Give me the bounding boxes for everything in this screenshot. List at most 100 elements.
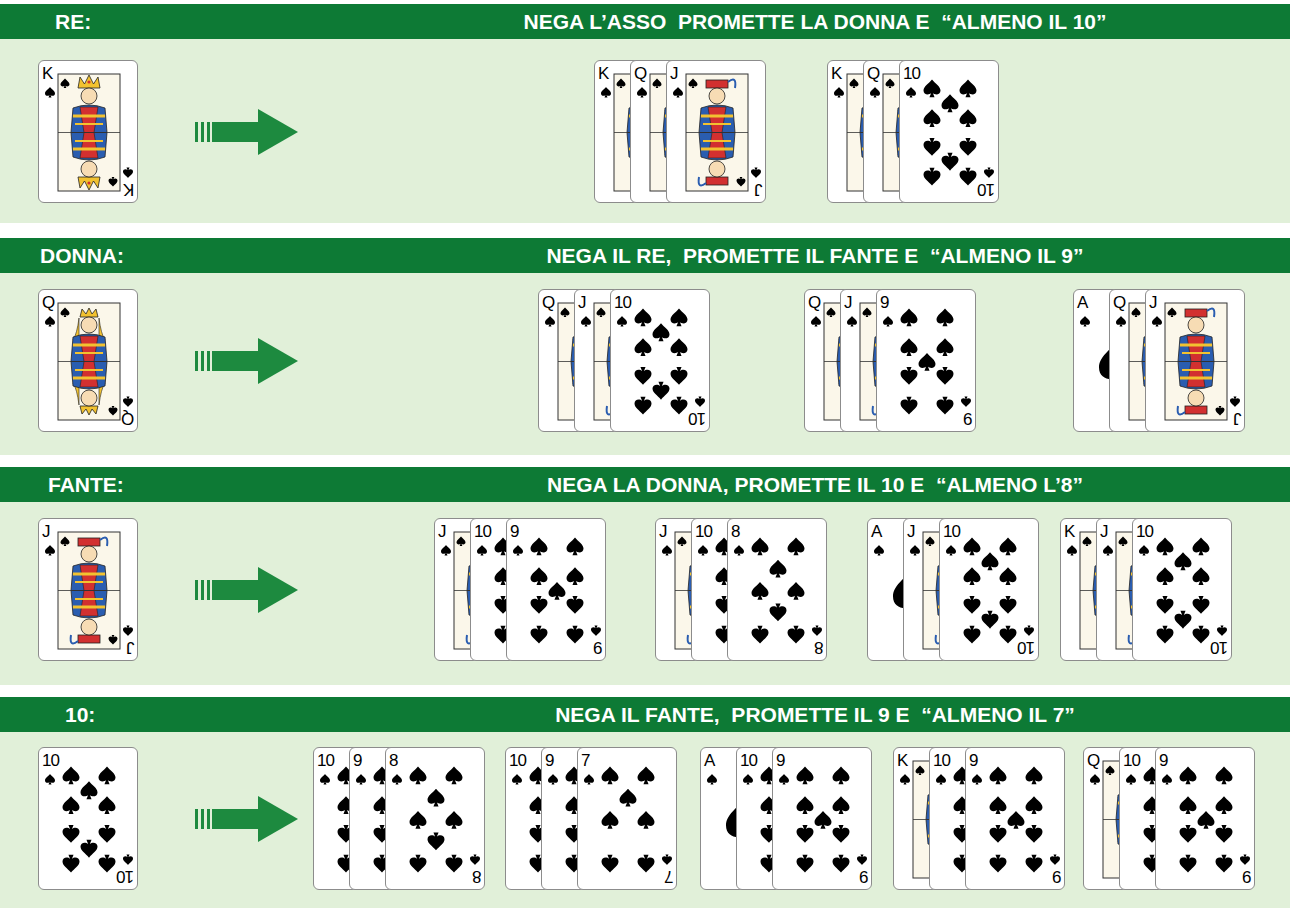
card-index: J	[659, 523, 667, 540]
card-art	[1156, 748, 1255, 890]
playing-card: KK	[38, 60, 138, 203]
card-index: J	[1149, 294, 1157, 311]
card-index: 9	[969, 752, 977, 769]
bid-band: RE: NEGA L’ASSO PROMETTE LA DONNA E “ALME…	[0, 4, 1290, 39]
card-index: Q	[542, 294, 554, 311]
card-index: 10	[1211, 639, 1228, 656]
card-index: 10	[509, 752, 526, 769]
card-index: K	[897, 752, 907, 769]
card-index: 8	[389, 752, 397, 769]
card-index: 10	[903, 65, 920, 82]
card-index: 10	[42, 752, 59, 769]
card-index: 10	[614, 294, 631, 311]
playing-card: 99	[965, 747, 1065, 890]
card-art	[728, 519, 827, 661]
card-index: J	[42, 523, 50, 540]
card-index: A	[1077, 294, 1087, 311]
card-index: Q	[1087, 752, 1099, 769]
green-arrow	[195, 109, 298, 155]
card-index: 10	[689, 410, 706, 427]
card-art	[877, 290, 976, 432]
card-art	[667, 61, 766, 203]
band-heading: NEGA L’ASSO PROMETTE LA DONNA E “ALMENO …	[524, 4, 1107, 39]
playing-card: 99	[506, 518, 606, 661]
card-index: 8	[473, 868, 481, 885]
band-heading: NEGA IL RE, PROMETTE IL FANTE E “ALMENO …	[546, 238, 1083, 273]
card-index: K	[598, 65, 608, 82]
playing-card: 99	[876, 289, 976, 432]
card-art	[507, 519, 606, 661]
card-index: J	[755, 181, 763, 198]
card-index: Q	[808, 294, 820, 311]
bid-band: FANTE:NEGA LA DONNA, PROMETTE IL 10 E “A…	[0, 467, 1290, 502]
card-index: 10	[317, 752, 334, 769]
card-index: A	[871, 523, 881, 540]
band-heading: NEGA IL FANTE, PROMETTE IL 9 E “ALMENO I…	[555, 697, 1075, 732]
playing-card: JJ	[666, 60, 766, 203]
card-index: 9	[510, 523, 518, 540]
card-index: 7	[665, 868, 673, 885]
card-index: K	[1064, 523, 1074, 540]
playing-card: 10 10	[38, 747, 138, 890]
card-index: J	[1100, 523, 1108, 540]
playing-card: 10 10	[610, 289, 710, 432]
card-index: Q	[122, 410, 134, 427]
card-index: J	[127, 639, 135, 656]
card-index: J	[438, 523, 446, 540]
card-index: 10	[943, 523, 960, 540]
card-index: 9	[860, 868, 868, 885]
playing-card: 77	[577, 747, 677, 890]
green-arrow	[195, 338, 298, 384]
card-index: Q	[42, 294, 54, 311]
card-index: K	[42, 65, 52, 82]
bid-band: 10: NEGA IL FANTE, PROMETTE IL 9 E “ALMEN…	[0, 697, 1290, 732]
band-label: 10:	[65, 697, 95, 732]
card-art	[578, 748, 677, 890]
card-index: K	[124, 181, 134, 198]
card-index: 9	[1243, 868, 1251, 885]
card-index: 9	[880, 294, 888, 311]
card-index: 9	[964, 410, 972, 427]
card-index: J	[670, 65, 678, 82]
card-index: 10	[1123, 752, 1140, 769]
card-index: Q	[867, 65, 879, 82]
card-index: 10	[933, 752, 950, 769]
card-index: 10	[1018, 639, 1035, 656]
card-index: J	[844, 294, 852, 311]
band-label: DONNA:	[40, 238, 124, 273]
card-art	[966, 748, 1065, 890]
card-index: J	[907, 523, 915, 540]
playing-card: 1010	[1132, 518, 1232, 661]
card-index: K	[831, 65, 841, 82]
card-index: 10	[117, 868, 134, 885]
card-art	[386, 748, 485, 890]
card-index: Q	[634, 65, 646, 82]
card-index: 10	[474, 523, 491, 540]
card-index: A	[704, 752, 714, 769]
card-index: Q	[1113, 294, 1125, 311]
playing-card: 88	[727, 518, 827, 661]
card-art	[39, 519, 138, 661]
playing-card: 10 10	[899, 60, 999, 203]
playing-card: QQ	[38, 289, 138, 432]
card-index: 9	[594, 639, 602, 656]
bid-band: DONNA: NEGA IL RE, PROMETTE IL FANTE E “A…	[0, 238, 1290, 273]
card-index: 9	[1053, 868, 1061, 885]
card-index: 9	[776, 752, 784, 769]
playing-card: JJ	[1145, 289, 1245, 432]
card-index: 7	[581, 752, 589, 769]
playing-card: 99	[772, 747, 872, 890]
card-index: 9	[545, 752, 553, 769]
card-index: 10	[740, 752, 757, 769]
playing-card: 99	[1155, 747, 1255, 890]
card-art	[773, 748, 872, 890]
green-arrow	[195, 796, 298, 842]
card-index: 9	[353, 752, 361, 769]
card-index: 10	[978, 181, 995, 198]
card-index: J	[1234, 410, 1242, 427]
playing-card: 10 10	[939, 518, 1039, 661]
band-heading: NEGA LA DONNA, PROMETTE IL 10 E “ALMENO …	[547, 467, 1083, 502]
playing-card: 88	[385, 747, 485, 890]
band-label: RE:	[55, 4, 91, 39]
